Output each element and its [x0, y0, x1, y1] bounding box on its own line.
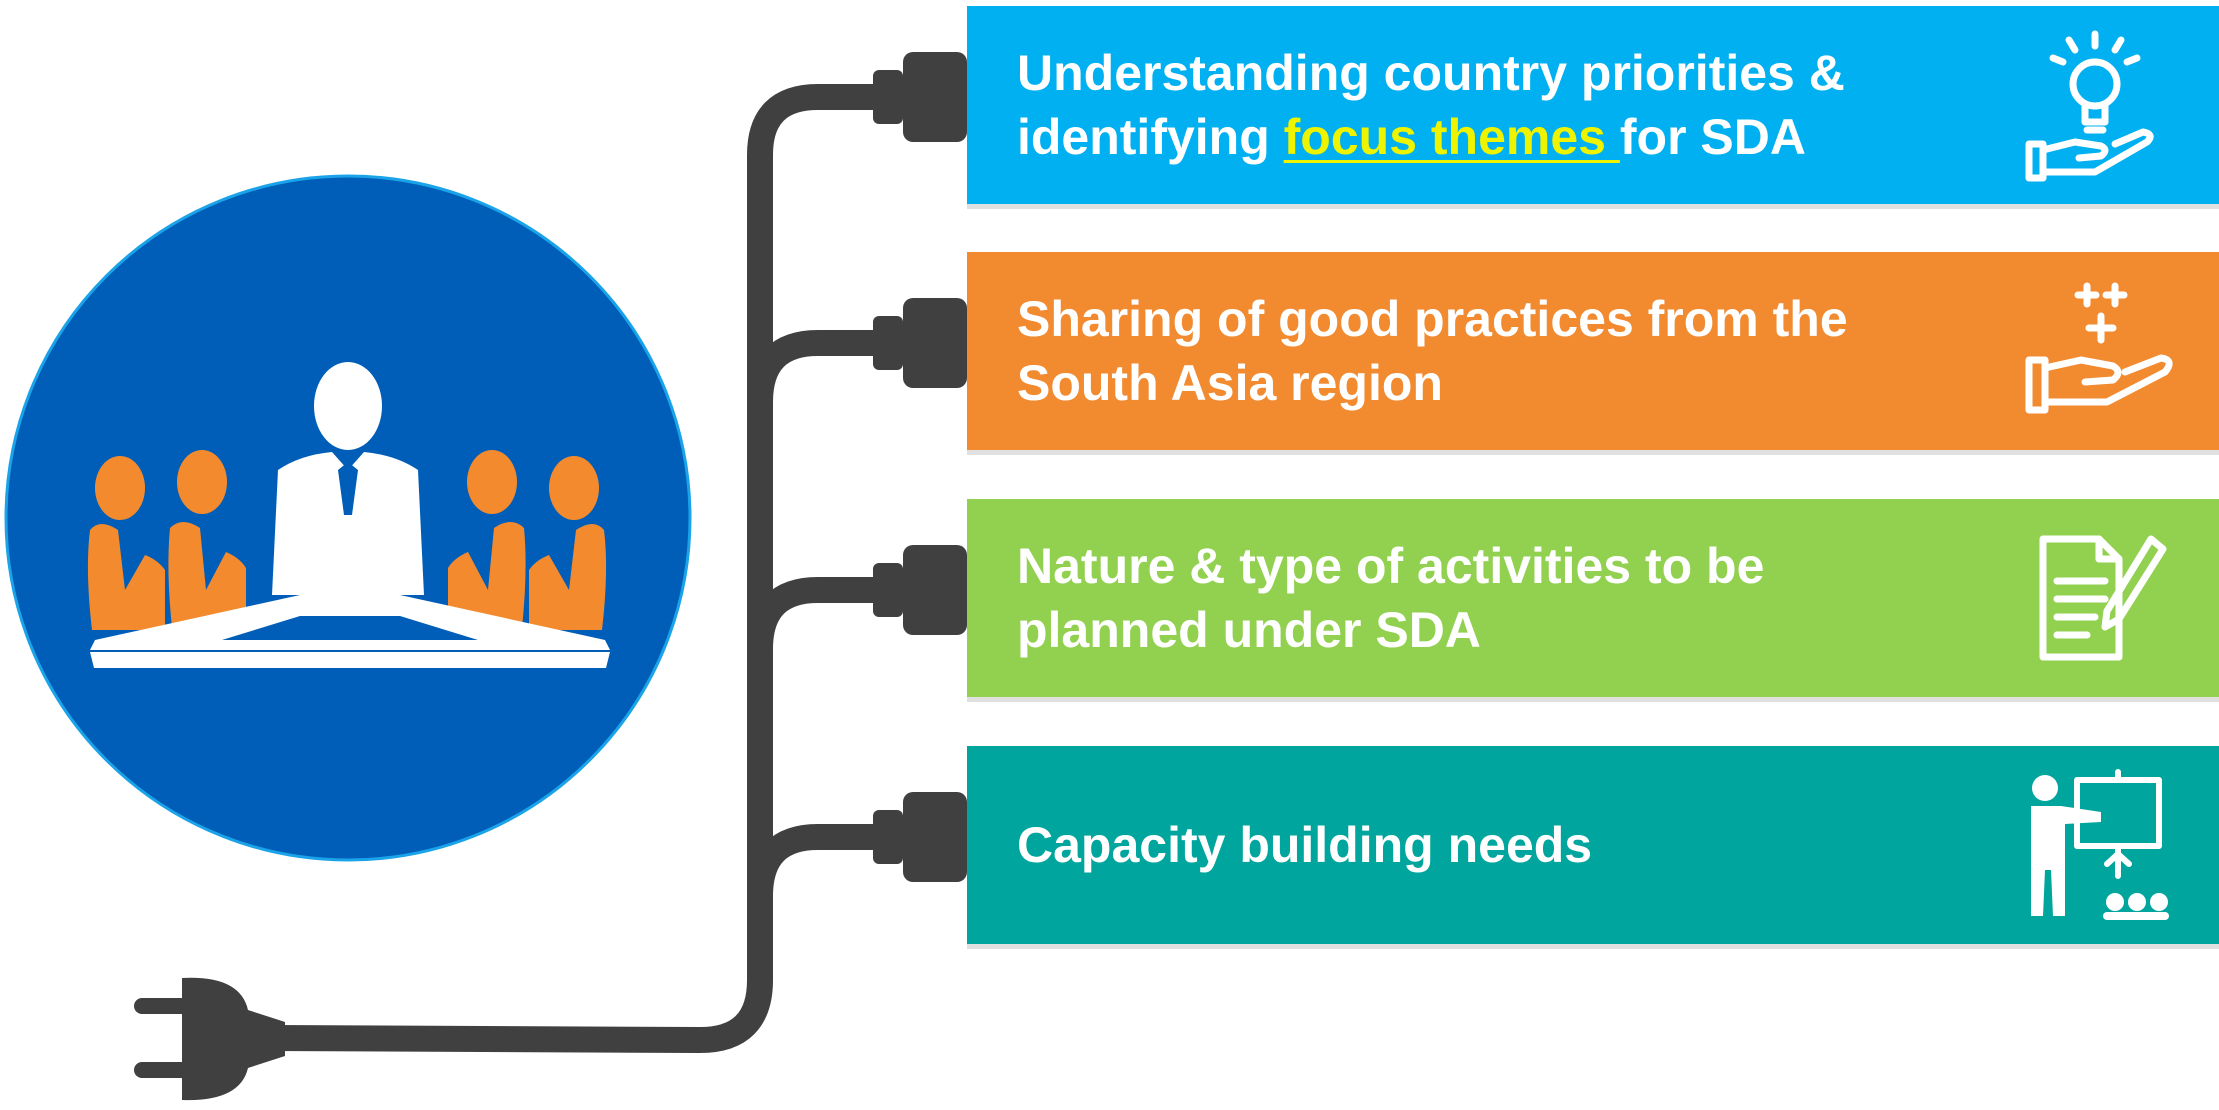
lightbulb-hand-icon [2025, 30, 2154, 182]
trainer-presentation-icon [2031, 769, 2169, 920]
meeting-people-icon [4, 174, 692, 862]
panel-text: Capacity building needs [1017, 746, 1977, 944]
connector-1 [873, 52, 967, 142]
cable-trunk [257, 84, 888, 1054]
connector-2 [873, 298, 967, 388]
panel-line-2: identifying focus themes for SDA [1017, 109, 1806, 165]
panel-line-1: Understanding country priorities & [1017, 45, 1845, 101]
cable-branch-4 [747, 824, 888, 909]
panel-line-2: South Asia region [1017, 355, 1443, 411]
panel-line-2: planned under SDA [1017, 602, 1481, 658]
document-pen-icon [2039, 535, 2167, 661]
panel-activities: Nature & type of activities to be planne… [967, 499, 2219, 697]
cable-branch-2 [747, 330, 888, 415]
panel-line-1: Capacity building needs [1017, 817, 1593, 873]
panel-text: Nature & type of activities to be planne… [1017, 499, 1977, 697]
panel-line-1: Nature & type of activities to be [1017, 538, 1765, 594]
highlight-focus-themes: focus themes [1283, 109, 1620, 165]
power-plug-icon [134, 977, 285, 1101]
connector-4 [873, 792, 967, 882]
panel-capacity-building: Capacity building needs [967, 746, 2219, 944]
panel-focus-themes: Understanding country priorities & ident… [967, 6, 2219, 204]
panel-text: Sharing of good practices from the South… [1017, 252, 1977, 450]
panel-line-1: Sharing of good practices from the [1017, 291, 1848, 347]
hand-plus-icon [2025, 282, 2173, 414]
panel-good-practices: Sharing of good practices from the South… [967, 252, 2219, 450]
cable-branch-3 [747, 577, 888, 662]
panel-text: Understanding country priorities & ident… [1017, 6, 1977, 204]
connector-3 [873, 545, 967, 635]
